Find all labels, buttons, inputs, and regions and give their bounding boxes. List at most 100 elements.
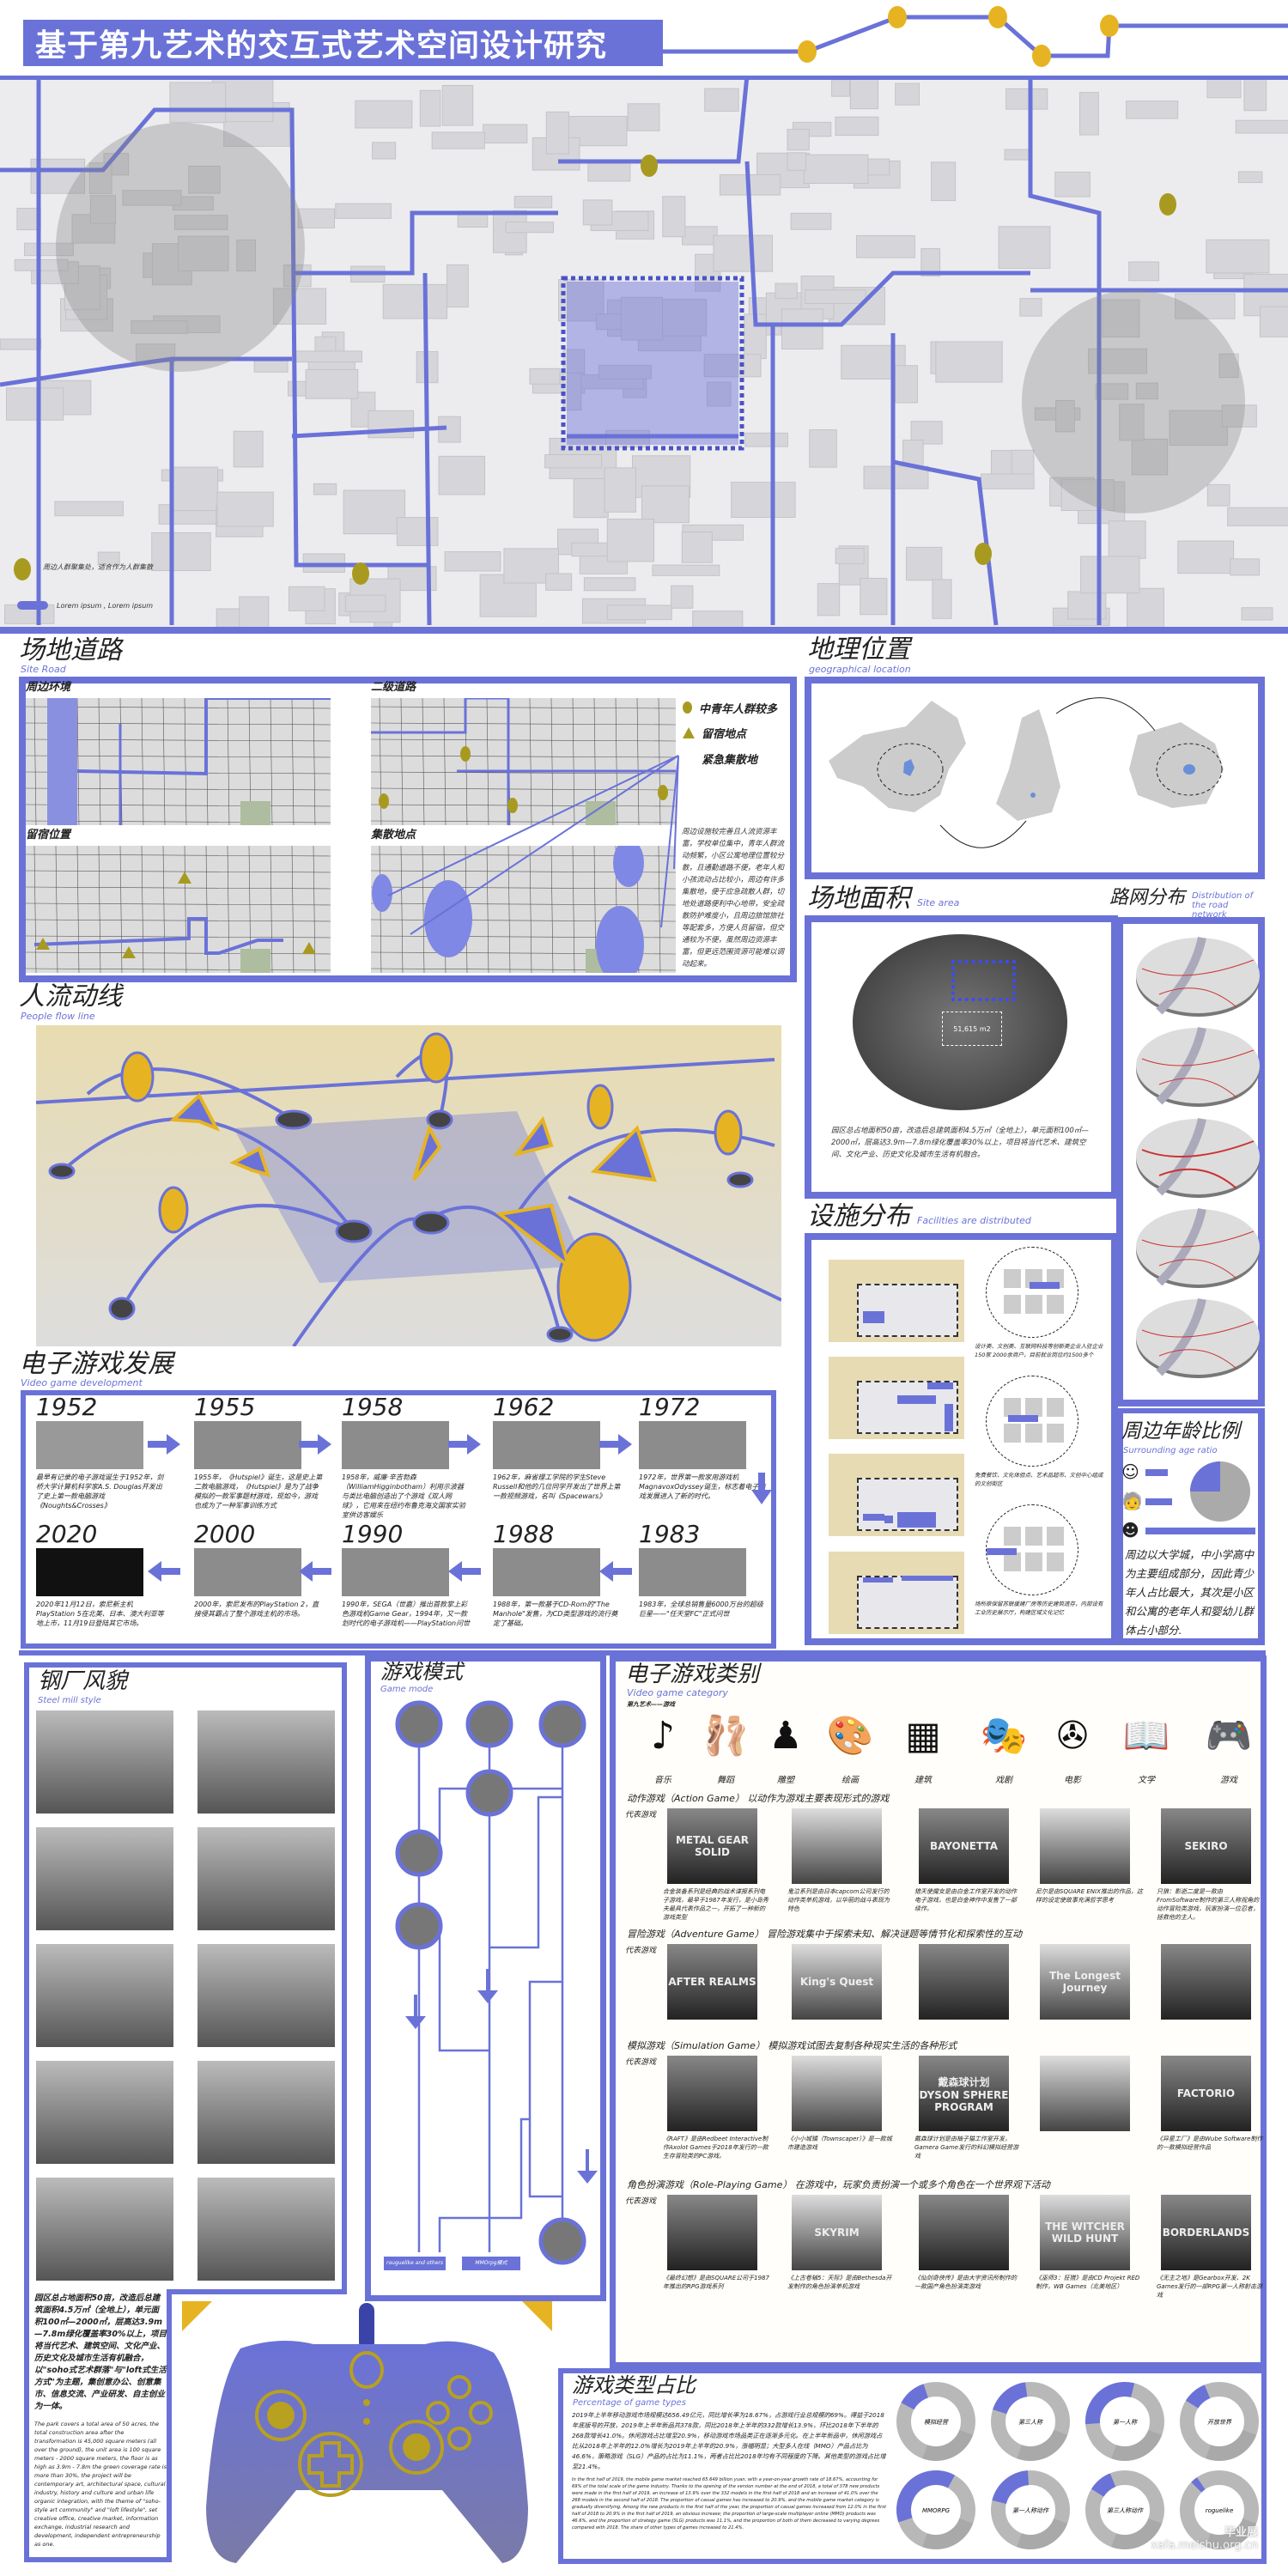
timeline-image [493, 1421, 600, 1469]
game-caption: 鬼泣系列是由日本capcom公司发行的动作类单机游戏，以华丽的战斗表现为特色 [787, 1888, 890, 1912]
game-cover[interactable]: The Longest Journey [1040, 1944, 1130, 2020]
game-cover[interactable]: AFTER REALMS [667, 1944, 757, 2020]
building [835, 548, 865, 564]
road-network-title: 路网分布 [1109, 887, 1186, 908]
timeline-year: 1990 [342, 1520, 404, 1548]
building [169, 82, 227, 124]
donut-label: 第三人称 [1018, 2419, 1043, 2426]
game-cover-title: METAL GEAR SOLID [675, 1834, 750, 1858]
game-cover[interactable] [919, 1944, 1009, 2020]
building [906, 546, 943, 581]
building-block [1025, 1424, 1042, 1443]
facility-highlight [902, 1576, 927, 1581]
building [444, 551, 501, 572]
game-cover[interactable]: 戴森球计划 DYSON SPHERE PROGRAM [919, 2056, 1009, 2131]
building [396, 517, 439, 546]
timeline-image [36, 1548, 143, 1596]
steel-mill-photo [36, 2061, 173, 2164]
facilities-subtitle: Facilities are distributed [917, 1215, 1031, 1226]
building [1119, 404, 1145, 441]
game-cover[interactable] [1040, 2056, 1130, 2131]
game-cover[interactable]: SKYRIM [792, 2195, 882, 2270]
timeline-caption: 1983年，全球总销售量6000万台的超级巨星——"任天堂FC"正式问世 [639, 1601, 763, 1618]
building [293, 350, 362, 363]
game-cover[interactable] [792, 1808, 882, 1884]
game-caption: 《RAFT》是由Redbeet Interactive制作Axolot Game… [663, 2136, 769, 2160]
game-cover[interactable] [667, 2195, 757, 2270]
game-cover[interactable]: FACTORIO [1161, 2056, 1251, 2131]
building [544, 454, 603, 469]
flow-subtitle: People flow line [21, 1011, 95, 1022]
site-area-subtitle: Site area [917, 897, 960, 908]
donut-0: 模拟经营 [896, 2382, 975, 2461]
art-label: 音乐 [654, 1776, 671, 1785]
game-cover[interactable]: BORDERLANDS [1161, 2195, 1251, 2270]
game-cover[interactable]: THE WITCHER WILD HUNT [1040, 2195, 1130, 2270]
game-cover[interactable]: King's Quest [792, 1944, 882, 2020]
facility-highlight [927, 1576, 953, 1581]
building [787, 152, 806, 171]
game-caption: 合金装备系列是经典的战术谍报系列电子游戏，最早于1987年发行，是小岛秀夫最具代… [663, 1888, 769, 1921]
building [1128, 261, 1160, 282]
percentage-text-en: In the first half of 2019, the mobile ga… [572, 2477, 887, 2530]
building-block [1004, 1295, 1021, 1314]
watermark-url: xafa.meishu.org.cn [1151, 2539, 1258, 2552]
building [620, 296, 664, 341]
mode-label-roguelike: rouguelike and others [384, 2257, 446, 2270]
game-cover[interactable]: SEKIRO [1161, 1808, 1251, 1884]
game-cover[interactable] [667, 2056, 757, 2131]
timeline-image [342, 1548, 449, 1596]
building [1230, 558, 1261, 576]
building [863, 465, 929, 489]
game-cover[interactable] [792, 2056, 882, 2131]
building [431, 131, 485, 149]
building [652, 564, 720, 576]
building [671, 585, 694, 609]
building [441, 85, 474, 126]
game-caption: 《仙剑奇侠传》是由大宇资讯所制作的一款国产角色扮演类游戏 [914, 2275, 1017, 2290]
facility-highlight [863, 1514, 884, 1521]
game-cover[interactable] [919, 2195, 1009, 2270]
steel-mill-photo [197, 2178, 335, 2281]
building [236, 240, 257, 272]
building [6, 387, 64, 421]
building [606, 605, 672, 621]
timeline-year: 1972 [639, 1393, 701, 1421]
facility-highlight [987, 1548, 1017, 1555]
building [573, 474, 609, 519]
site-road-text: 周边设施较完善且人流资源丰富，学校单位集中，青年人群流动频繁，小区公寓地理位置较… [682, 828, 785, 969]
game-cover[interactable]: BAYONETTA [919, 1808, 1009, 1884]
building [14, 258, 69, 271]
timeline-year: 2000 [194, 1520, 256, 1548]
steel-mill-photo [36, 1710, 173, 1814]
steel-text-en: The park covers a total area of 50 acres… [34, 2421, 167, 2548]
building [704, 88, 739, 112]
age-pie [1190, 1461, 1250, 1522]
game-mode-subtitle: Game mode [380, 1685, 434, 1694]
game-cover[interactable] [1040, 1808, 1130, 1884]
representative-label: 代表游戏 [625, 2197, 657, 2206]
flow-title: 人流动线 [19, 981, 122, 1012]
game-cover-title: BAYONETTA [930, 1840, 998, 1852]
people-flow-diagram [36, 1025, 781, 1346]
building [272, 288, 327, 325]
game-cover-title: The Longest Journey [1048, 1970, 1121, 1994]
building [606, 519, 655, 562]
building-block [1047, 1552, 1064, 1571]
building [682, 226, 718, 246]
legend-label: 留宿地点 [702, 727, 747, 741]
poster-title: 基于第九艺术的交互式艺术空间设计研究 [35, 28, 608, 64]
building [382, 283, 448, 319]
game-cover[interactable]: METAL GEAR SOLID [667, 1808, 757, 1884]
elderly-icon: 🧓 [1121, 1491, 1143, 1511]
genre-title: 动作游戏（Action Game） 以动作为游戏主要表现形式的游戏 [627, 1793, 890, 1804]
down-arrow-icons [405, 1969, 598, 2184]
building [253, 360, 289, 373]
age-frame [1116, 1408, 1265, 1645]
game-cover[interactable] [1161, 1944, 1251, 2020]
building [344, 594, 386, 612]
road-network-disc [1136, 1207, 1260, 1288]
title-banner: 基于第九艺术的交互式艺术空间设计研究 [23, 20, 663, 66]
timeline-subtitle: Video game development [21, 1377, 143, 1388]
game-cover-title: FACTORIO [1176, 2087, 1236, 2099]
